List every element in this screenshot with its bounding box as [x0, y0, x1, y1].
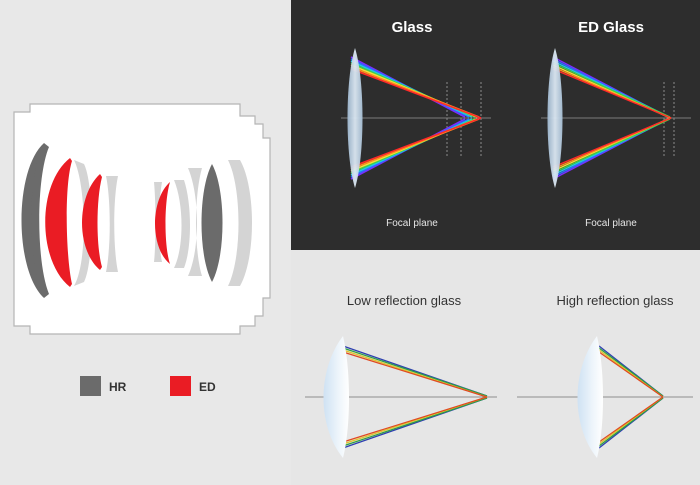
high-reflection-rays — [598, 345, 664, 449]
ed-lens-element-3 — [155, 182, 170, 264]
glass-lens-element — [347, 48, 363, 188]
ed-legend-label: ED — [199, 380, 216, 394]
lens-construction-panel: HR ED — [0, 0, 291, 485]
high-reflection-lens-element — [577, 336, 603, 458]
high-reflection-title: High reflection glass — [556, 293, 674, 308]
hr-legend-label: HR — [109, 380, 127, 394]
reflection-comparison-panel: Low reflection glass High reflection gla… — [291, 250, 700, 485]
light-lens-element-2 — [106, 176, 118, 272]
ed-glass-lens-element — [547, 48, 563, 188]
low-reflection-title: Low reflection glass — [347, 293, 462, 308]
light-lens-element-5 — [188, 168, 202, 276]
ed-glass-title: ED Glass — [578, 19, 644, 36]
low-reflection-rays — [342, 345, 488, 449]
glass-title: Glass — [392, 19, 433, 36]
light-lens-element-4 — [174, 180, 190, 268]
ed-lens-element-2-body — [89, 174, 102, 270]
hr-lens-element-1-body — [31, 143, 49, 298]
glass-dispersed-rays — [350, 56, 482, 180]
light-lens-element-1 — [74, 160, 92, 286]
ed-glass-focal-plane-caption: Focal plane — [585, 218, 637, 229]
ed-lens-element-1-body — [56, 158, 72, 287]
hr-legend-swatch-icon — [80, 376, 101, 396]
ed-legend-swatch-icon — [170, 376, 191, 396]
hr-lens-element-2 — [201, 164, 223, 282]
ed-glass-focused-rays — [552, 56, 672, 180]
dispersion-comparison-panel: Glass Focal plane ED Glass — [291, 0, 700, 250]
lens-construction-diagram: HR ED — [13, 103, 271, 396]
low-reflection-lens-element — [323, 336, 349, 458]
dispersion-diagram: Glass Focal plane ED Glass — [341, 19, 691, 229]
glass-focal-plane-caption: Focal plane — [386, 218, 438, 229]
reflection-diagram: Low reflection glass High reflection gla… — [305, 293, 693, 458]
light-lens-element-6 — [228, 160, 252, 286]
